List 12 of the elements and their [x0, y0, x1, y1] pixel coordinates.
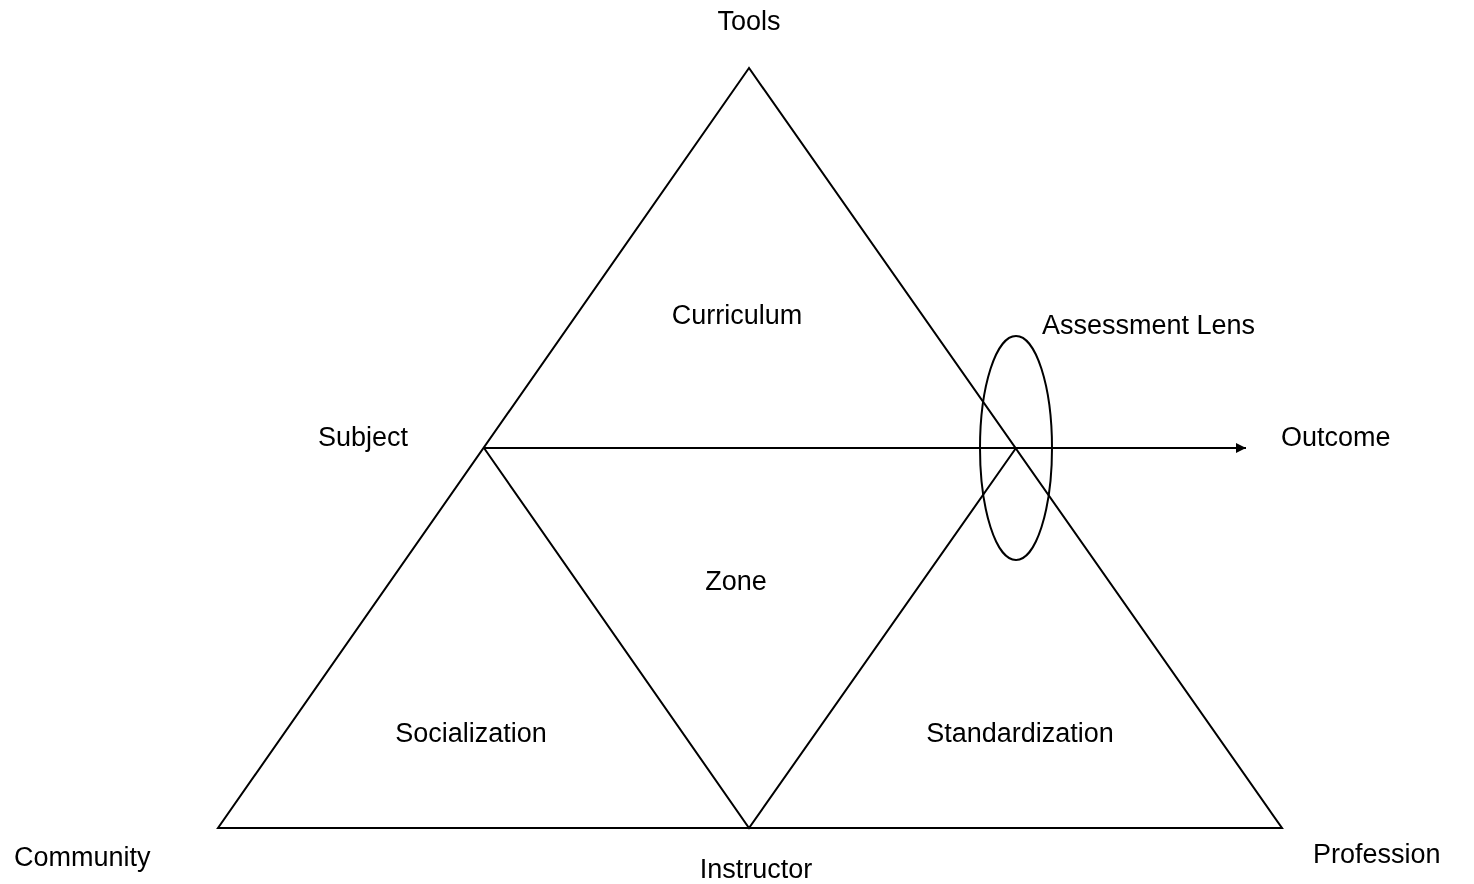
region-label: Standardization: [926, 718, 1114, 750]
arrow: [483, 443, 1247, 453]
region-label: Instructor: [699, 854, 813, 884]
region-label: Profession: [1313, 839, 1441, 871]
region-label: Curriculum: [671, 300, 803, 332]
region-label: Tools: [717, 6, 781, 38]
region-label: Socialization: [395, 718, 547, 750]
region-label: Community: [14, 842, 151, 874]
region-label: Zone: [705, 566, 767, 598]
node-label: Outcome: [1281, 422, 1391, 454]
region-label: Assessment Lens: [1042, 310, 1256, 342]
node-label: Subject: [318, 422, 409, 454]
